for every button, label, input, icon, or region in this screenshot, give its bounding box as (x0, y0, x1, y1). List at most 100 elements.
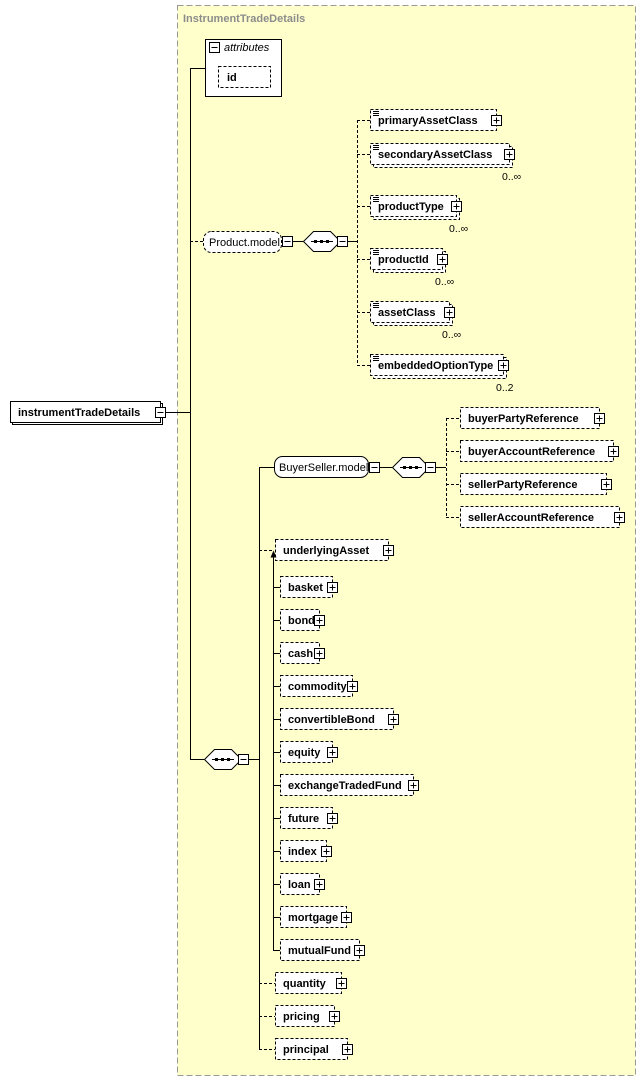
element-label: commodity (288, 681, 348, 693)
expand-icon[interactable] (498, 360, 509, 371)
element-equity[interactable]: equity (280, 741, 338, 763)
expand-icon[interactable] (342, 1044, 353, 1055)
expand-icon[interactable] (437, 254, 448, 265)
element-seller-party-reference[interactable]: sellerPartyReference (460, 473, 612, 495)
expand-icon[interactable] (314, 615, 325, 626)
expand-icon[interactable] (327, 813, 338, 824)
attribute-id-label: id (227, 72, 237, 84)
expand-icon[interactable] (314, 648, 325, 659)
expand-icon[interactable] (408, 780, 419, 791)
element-buyer-account-reference[interactable]: buyerAccountReference (460, 440, 619, 462)
element-label: sellerPartyReference (468, 479, 577, 491)
element-label: primaryAssetClass (378, 115, 478, 127)
element-future[interactable]: future (280, 807, 338, 829)
main-sequence-icon[interactable] (203, 749, 243, 770)
expand-icon[interactable] (383, 545, 394, 556)
expand-icon[interactable] (327, 747, 338, 758)
element-label: embeddedOptionType (378, 360, 493, 372)
type-frame (177, 5, 636, 1076)
root-collapse-icon[interactable] (155, 407, 166, 418)
product-model-collapse-icon[interactable] (282, 236, 293, 247)
buyer-seller-model-label: BuyerSeller.model (279, 462, 368, 474)
element-mutual-fund[interactable]: mutualFund (280, 939, 365, 961)
expand-icon[interactable] (388, 714, 399, 725)
attribute-id[interactable] (218, 66, 271, 88)
occurrence-label: 0..2 (496, 382, 514, 394)
element-mortgage[interactable]: mortgage (280, 906, 352, 928)
element-label: mortgage (288, 912, 338, 924)
element-pricing[interactable]: pricing (275, 1005, 340, 1027)
element-label: buyerAccountReference (468, 446, 595, 458)
element-label: bond (288, 615, 315, 627)
expand-icon[interactable] (608, 446, 619, 457)
element-label: index (288, 846, 318, 858)
element-principal[interactable]: principal (275, 1038, 353, 1060)
expand-icon[interactable] (327, 582, 338, 593)
element-label: principal (283, 1044, 329, 1056)
element-label: sellerAccountReference (468, 512, 594, 524)
element-label: equity (288, 747, 321, 759)
element-label: basket (288, 582, 323, 594)
element-quantity[interactable]: quantity (275, 972, 347, 994)
element-label: secondaryAssetClass (378, 149, 492, 161)
expand-icon[interactable] (341, 912, 352, 923)
expand-icon[interactable] (336, 978, 347, 989)
element-label: assetClass (378, 307, 436, 319)
element-label: productId (378, 254, 429, 266)
element-label: loan (288, 879, 311, 891)
element-convertible-bond[interactable]: convertibleBond (280, 708, 399, 730)
attributes-label: attributes (224, 42, 270, 54)
element-basket[interactable]: basket (280, 576, 338, 598)
expand-icon[interactable] (491, 115, 502, 126)
element-label: buyerPartyReference (468, 413, 579, 425)
expand-icon[interactable] (451, 201, 462, 212)
expand-icon[interactable] (594, 413, 605, 424)
element-secondary-asset-class[interactable]: secondaryAssetClass (370, 143, 515, 168)
expand-icon[interactable] (329, 1011, 340, 1022)
product-sequence-collapse-icon[interactable] (337, 236, 348, 247)
element-label: productType (378, 201, 444, 213)
occurrence-label: 0..∞ (442, 329, 461, 341)
element-commodity[interactable]: commodity (280, 675, 358, 697)
element-buyer-party-reference[interactable]: buyerPartyReference (460, 407, 605, 429)
expand-icon[interactable] (354, 945, 365, 956)
element-label: cash (288, 648, 313, 660)
element-cash[interactable]: cash (280, 642, 325, 664)
occurrence-label: 0..∞ (435, 276, 454, 288)
element-label: pricing (283, 1011, 320, 1023)
expand-icon[interactable] (347, 681, 358, 692)
root-element-label: instrumentTradeDetails (18, 407, 140, 419)
element-label: quantity (283, 978, 327, 990)
buyer-seller-model-collapse-icon[interactable] (369, 462, 380, 473)
element-asset-class[interactable]: assetClass (370, 301, 455, 326)
element-bond[interactable]: bond (280, 609, 325, 631)
product-model-label: Product.model (209, 237, 280, 249)
occurrence-label: 0..∞ (449, 223, 468, 235)
expand-icon[interactable] (504, 149, 515, 160)
element-product-id[interactable]: productId (370, 248, 448, 273)
element-label: exchangeTradedFund (288, 780, 402, 792)
attributes-collapse-icon[interactable] (209, 42, 220, 53)
expand-icon[interactable] (314, 879, 325, 890)
expand-icon[interactable] (601, 479, 612, 490)
main-sequence-collapse-icon[interactable] (238, 754, 249, 765)
element-index[interactable]: index (280, 840, 332, 862)
product-model-group[interactable] (203, 231, 282, 253)
element-exchange-traded-fund[interactable]: exchangeTradedFund (280, 774, 419, 796)
element-label: mutualFund (288, 945, 351, 957)
occurrence-label: 0..∞ (502, 171, 521, 183)
element-label: underlyingAsset (283, 545, 370, 557)
element-product-type[interactable]: productType (370, 195, 462, 220)
expand-icon[interactable] (444, 307, 455, 318)
buyer-seller-sequence-collapse-icon[interactable] (425, 462, 436, 473)
buyer-seller-model-group[interactable] (274, 456, 369, 478)
element-underlying-asset[interactable]: underlyingAsset (275, 539, 394, 561)
element-primary-asset-class[interactable]: primaryAssetClass (370, 109, 502, 131)
expand-icon[interactable] (614, 512, 625, 523)
element-loan[interactable]: loan (280, 873, 325, 895)
element-label: convertibleBond (288, 714, 375, 726)
expand-icon[interactable] (321, 846, 332, 857)
element-embedded-option-type[interactable]: embeddedOptionType (370, 354, 509, 379)
element-seller-account-reference[interactable]: sellerAccountReference (460, 506, 625, 528)
